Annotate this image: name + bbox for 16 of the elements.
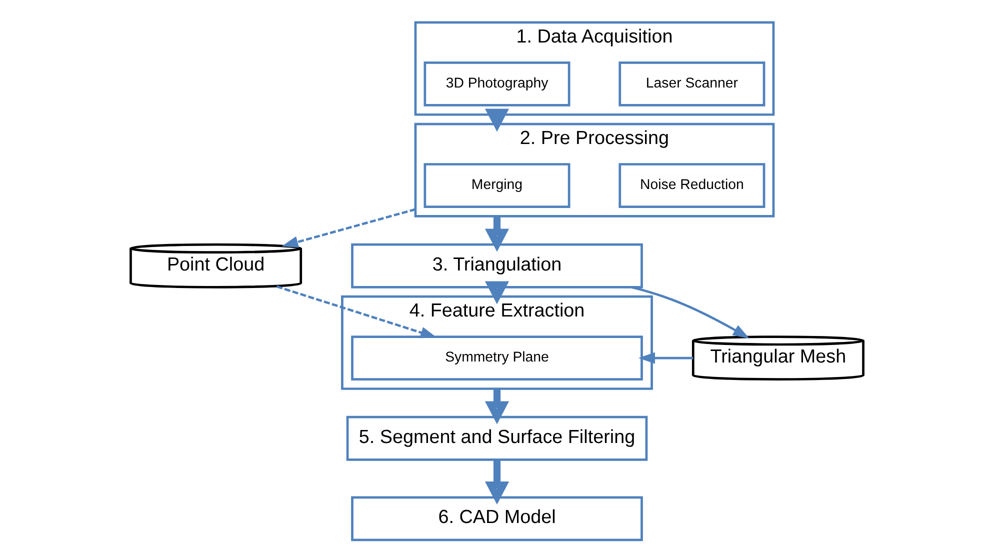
node-box: 6. CAD Model bbox=[351, 496, 643, 542]
node-box: Noise Reduction bbox=[618, 163, 766, 208]
node-box: Symmetry Plane bbox=[351, 336, 643, 380]
arrow bbox=[484, 216, 510, 252]
arrow bbox=[638, 352, 694, 364]
arrow bbox=[484, 281, 510, 304]
node-box: Laser Scanner bbox=[618, 61, 766, 106]
node-box: 5. Segment and Surface Filtering bbox=[346, 416, 648, 461]
arrow bbox=[631, 286, 750, 338]
node-box: 3D Photography bbox=[424, 61, 570, 106]
arrow bbox=[484, 460, 510, 505]
arrow bbox=[282, 208, 416, 248]
arrow bbox=[484, 388, 510, 424]
arrow bbox=[484, 108, 510, 132]
node-box: Merging bbox=[424, 163, 570, 208]
arrow bbox=[276, 285, 438, 338]
